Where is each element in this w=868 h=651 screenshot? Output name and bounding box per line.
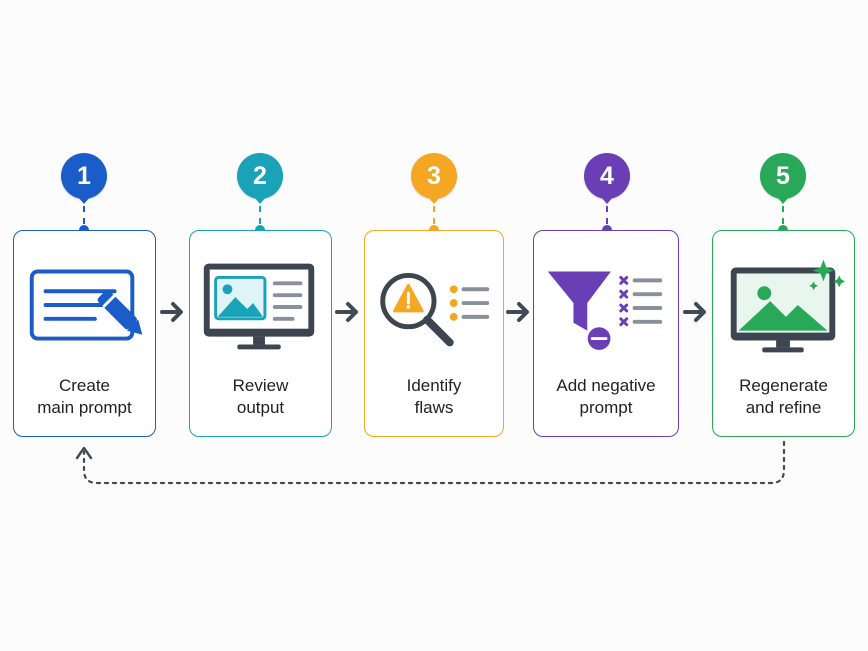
- arrow-right-icon: [506, 302, 529, 322]
- magnifier-warning-icon: [380, 272, 490, 347]
- monitor-image-icon: [203, 263, 315, 350]
- arrow-right-icon: [160, 302, 183, 322]
- arrow-right-icon: [335, 302, 358, 322]
- arrow-right-icon: [683, 302, 706, 322]
- step-1-badge: 1: [61, 153, 107, 199]
- step-4-badge: 4: [584, 153, 630, 199]
- step-5-badge: 5: [760, 153, 806, 199]
- monitor-sparkle-icon: [730, 259, 846, 353]
- step-2-badge: 2: [237, 153, 283, 199]
- funnel-minus-icon: [547, 271, 663, 353]
- document-pencil-icon: [29, 269, 143, 341]
- step-3-badge: 3: [411, 153, 457, 199]
